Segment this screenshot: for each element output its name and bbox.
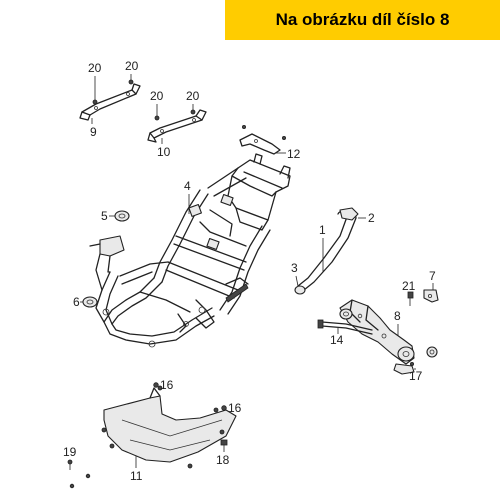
- highlighted-part-banner: Na obrázku díl číslo 8: [225, 0, 500, 40]
- part-9-bracket[interactable]: [79, 83, 141, 121]
- screw-20-a: [92, 99, 98, 105]
- screw-20-b: [128, 79, 134, 85]
- label-18: 18: [216, 453, 230, 467]
- screw-20-c: [154, 115, 160, 121]
- label-8: 8: [394, 309, 401, 323]
- label-2: 2: [368, 211, 375, 225]
- screw-small-a: [85, 473, 91, 479]
- label-7: 7: [429, 269, 436, 283]
- part-12-bracket[interactable]: [239, 125, 286, 155]
- label-20-d: 20: [186, 89, 200, 103]
- screw-16-b: [221, 405, 227, 411]
- part-21-bolt[interactable]: [407, 291, 414, 306]
- part-17-nut[interactable]: [409, 346, 438, 366]
- label-20-c: 20: [150, 89, 164, 103]
- label-16-b: 16: [228, 401, 242, 415]
- label-14: 14: [330, 333, 344, 347]
- label-16-a: 16: [160, 378, 174, 392]
- banner-text: Na obrázku díl číslo 8: [275, 10, 450, 29]
- label-3: 3: [291, 261, 298, 275]
- screw-20-d: [190, 109, 196, 115]
- label-20-b: 20: [125, 59, 139, 73]
- part-18-screw[interactable]: [220, 439, 228, 452]
- label-20-a: 20: [88, 61, 102, 75]
- label-4: 4: [184, 179, 191, 193]
- part-6-grommet[interactable]: [82, 296, 98, 308]
- main-frame[interactable]: [89, 153, 291, 348]
- label-17: 17: [409, 369, 423, 383]
- label-1: 1: [319, 223, 326, 237]
- label-9: 9: [90, 125, 97, 139]
- part-10-bracket[interactable]: [147, 109, 207, 143]
- part-7-clip[interactable]: [423, 289, 439, 303]
- screw-16-a: [153, 382, 159, 388]
- screw-small-b: [69, 483, 75, 489]
- part-8-swing-bracket[interactable]: [339, 299, 415, 375]
- part-1-tube[interactable]: [294, 207, 359, 295]
- part-11-under-panel[interactable]: [101, 385, 237, 469]
- label-5: 5: [101, 209, 108, 223]
- part-19-screw[interactable]: [67, 459, 73, 470]
- part-14-bolt[interactable]: [317, 319, 373, 335]
- label-10: 10: [157, 145, 171, 159]
- label-21: 21: [402, 279, 416, 293]
- label-11: 11: [130, 469, 143, 483]
- label-6: 6: [73, 295, 80, 309]
- part-5-grommet[interactable]: [114, 210, 130, 222]
- label-19: 19: [63, 445, 77, 459]
- label-12: 12: [287, 147, 301, 161]
